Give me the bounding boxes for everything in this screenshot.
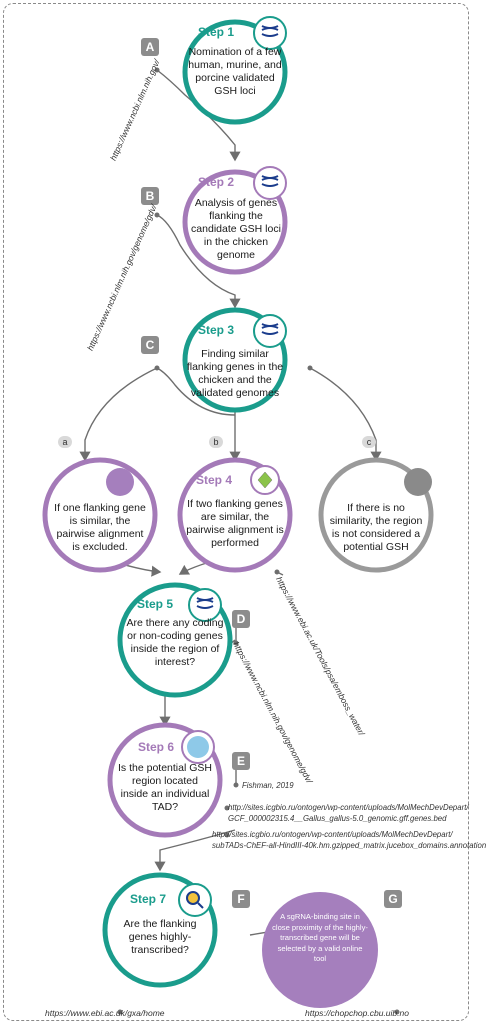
url-G[interactable]: https://chopchop.cbu.uib.no	[305, 1008, 409, 1018]
ref-E: Fishman, 2019	[242, 781, 294, 790]
url-F[interactable]: https://www.ebi.ac.uk/gxa/home	[45, 1008, 165, 1018]
final-text: A sgRNA-binding site in close proximity …	[272, 912, 368, 963]
url-E2b[interactable]: subTADs-ChEF-all-HindIII-40k.hm.gzipped_…	[212, 841, 486, 850]
url-E1a[interactable]: http://sites.icgbio.ru/ontogen/wp-conten…	[228, 803, 469, 812]
tag-c: c	[362, 436, 376, 448]
url-E2a[interactable]: http://sites.icgbio.ru/ontogen/wp-conten…	[212, 830, 453, 839]
tag-C: C	[141, 336, 159, 354]
step1-label: Step 1	[198, 25, 235, 39]
tag-F: F	[232, 890, 250, 908]
dashed-frame	[3, 3, 469, 1021]
final-circle	[262, 892, 378, 1008]
tag-G: G	[384, 890, 402, 908]
step1-text: Nomination of a few human, murine, and p…	[188, 46, 282, 97]
step4-text: If two flanking genes are similar, the p…	[186, 498, 284, 549]
step2-circle	[182, 169, 288, 275]
step7-label: Step 7	[130, 892, 167, 906]
tag-b: b	[209, 436, 223, 448]
tag-A: A	[141, 38, 159, 56]
step1-circle	[182, 19, 288, 125]
tag-E: E	[232, 752, 250, 770]
step3-text: Finding similar flanking genes in the ch…	[186, 348, 284, 399]
step5-label: Step 5	[137, 597, 174, 611]
tag-B: B	[141, 187, 159, 205]
tag-D: D	[232, 610, 250, 628]
branch-a-text: If one flanking gene is similar, the pai…	[54, 502, 146, 553]
step6-label: Step 6	[138, 740, 175, 754]
url-E1b[interactable]: GCF_000002315.4__Gallus_gallus-5.0_genom…	[228, 814, 447, 823]
step6-text: Is the potential GSH region located insi…	[118, 762, 212, 813]
step2-text: Analysis of genes flanking the candidate…	[191, 197, 281, 261]
flow-diagram	[42, 16, 434, 1015]
branch-c-circle	[318, 457, 434, 573]
step5-text: Are there any coding or non-coding genes…	[126, 617, 224, 668]
tag-a: a	[58, 436, 72, 448]
step4-label: Step 4	[196, 473, 233, 487]
branch-c-text: If there is no similarity, the region is…	[329, 502, 423, 553]
step3-label: Step 3	[198, 323, 235, 337]
step7-text: Are the flanking genes highly-transcribe…	[123, 918, 197, 956]
step2-label: Step 2	[198, 175, 235, 189]
